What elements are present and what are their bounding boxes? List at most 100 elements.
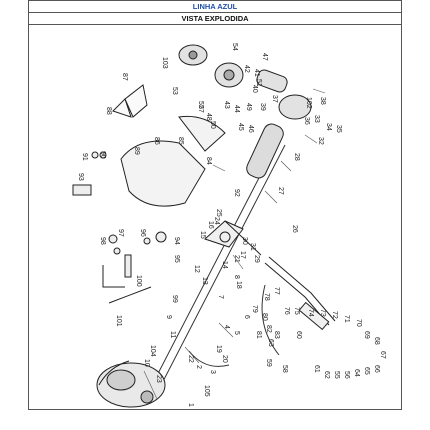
exploded-view-title: VISTA EXPLODIDA — [29, 13, 401, 25]
part-number-label: 46 — [247, 125, 254, 133]
small-parts — [72, 151, 231, 304]
part-number-label: 90 — [99, 151, 106, 159]
part-number-label: 74 — [307, 309, 314, 317]
part-number-label: 82 — [265, 325, 272, 333]
part-number-label: 72 — [331, 311, 338, 319]
part-number-label: 20 — [221, 355, 228, 363]
part-number-label: 48 — [205, 113, 212, 121]
part-number-label: 102 — [305, 97, 312, 109]
part-number-label: 54 — [231, 43, 238, 51]
part-number-label: 31 — [249, 243, 256, 251]
part-number-label: 2 — [195, 365, 202, 369]
part-number-label: 104 — [149, 345, 156, 357]
part-number-label: 7 — [217, 295, 224, 299]
part-number-label: 39 — [259, 103, 266, 111]
part-number-label: 55 — [333, 371, 340, 379]
part-number-label: 96 — [139, 229, 146, 237]
part-number-label: 50 — [209, 121, 216, 129]
part-number-label: 91 — [81, 153, 88, 161]
part-number-label: 45 — [237, 123, 244, 131]
part-number-label: 32 — [317, 137, 324, 145]
part-number-label: 5 — [233, 331, 240, 335]
part-number-label: 69 — [363, 331, 370, 339]
part-number-label: 75 — [293, 307, 300, 315]
part-number-label: 42 — [243, 65, 250, 73]
part-number-label: 93 — [77, 173, 84, 181]
part-number-label: 34 — [325, 123, 332, 131]
exploded-view-sheet: LINHA AZUL VISTA EXPLODIDA — [28, 0, 402, 410]
part-number-label: 63 — [267, 339, 274, 347]
part-number-label: 76 — [283, 307, 290, 315]
part-number-label: 36 — [303, 117, 310, 125]
part-callouts — [143, 88, 326, 400]
part-number-label: 47 — [261, 53, 268, 61]
part-number-label: 38 — [319, 97, 326, 105]
part-number-label: 14 — [221, 261, 228, 269]
part-number-label: 100 — [135, 275, 142, 287]
part-number-label: 62 — [323, 371, 330, 379]
part-number-label: 18 — [235, 281, 242, 289]
part-number-label: 103 — [161, 57, 168, 69]
part-number-label: 86 — [153, 137, 160, 145]
part-number-label: 9 — [165, 315, 172, 319]
engine-assembly — [96, 360, 166, 408]
part-number-label: 43 — [223, 101, 230, 109]
part-number-label: 51 — [255, 79, 262, 87]
part-number-label: 80 — [261, 313, 268, 321]
part-number-label: 56 — [343, 371, 350, 379]
part-number-label: 66 — [373, 365, 380, 373]
part-number-label: 24 — [213, 217, 220, 225]
part-number-label: 52 — [197, 101, 204, 109]
part-number-label: 92 — [233, 189, 240, 197]
part-number-label: 3 — [209, 370, 216, 374]
part-number-label: 79 — [251, 305, 258, 313]
part-number-label: 40 — [251, 85, 258, 93]
part-number-label: 73 — [319, 309, 326, 317]
part-number-label: 12 — [193, 265, 200, 273]
part-number-label: 64 — [353, 369, 360, 377]
part-number-label: 85 — [177, 137, 184, 145]
part-number-label: 27 — [277, 187, 284, 195]
part-number-label: 10 — [143, 359, 150, 367]
part-number-label: 97 — [117, 229, 124, 237]
part-number-label: 65 — [363, 367, 370, 375]
part-number-label: 6 — [243, 315, 250, 319]
part-number-label: 35 — [335, 125, 342, 133]
three-tooth-blade — [112, 84, 148, 118]
shaft-grip — [246, 123, 284, 179]
part-number-label: 60 — [295, 331, 302, 339]
part-number-label: 30 — [241, 237, 248, 245]
line-label: LINHA AZUL — [29, 1, 401, 13]
part-number-label: 29 — [253, 255, 260, 263]
part-number-label: 57 — [197, 105, 204, 113]
part-number-label: 84 — [205, 157, 212, 165]
part-number-label: 67 — [379, 351, 386, 359]
part-number-label: 17 — [239, 251, 246, 259]
part-number-label: 98 — [99, 237, 106, 245]
part-number-label: 83 — [273, 331, 280, 339]
main-shaft — [148, 142, 286, 394]
part-number-label: 78 — [263, 293, 270, 301]
part-number-label: 15 — [199, 231, 206, 239]
part-number-label: 8 — [233, 275, 240, 279]
throttle-cable — [188, 284, 280, 367]
part-number-label: 1 — [187, 403, 194, 407]
part-number-label: 37 — [271, 95, 278, 103]
part-number-label: 101 — [115, 315, 122, 327]
part-number-label: 105 — [203, 385, 210, 397]
part-number-label: 87 — [121, 73, 128, 81]
part-number-label: 89 — [133, 147, 140, 155]
part-number-label: 95 — [173, 255, 180, 263]
part-number-label: 19 — [215, 345, 222, 353]
part-number-label: 25 — [215, 209, 222, 217]
part-number-label: 26 — [291, 225, 298, 233]
part-number-label: 70 — [355, 319, 362, 327]
part-number-label: 58 — [281, 365, 288, 373]
part-number-label: 28 — [293, 153, 300, 161]
part-number-label: 16 — [207, 221, 214, 229]
part-number-label: 68 — [373, 337, 380, 345]
part-number-label: 71 — [343, 315, 350, 323]
part-number-label: 22 — [187, 355, 194, 363]
blade-guard — [120, 115, 226, 207]
part-number-label: 94 — [173, 237, 180, 245]
